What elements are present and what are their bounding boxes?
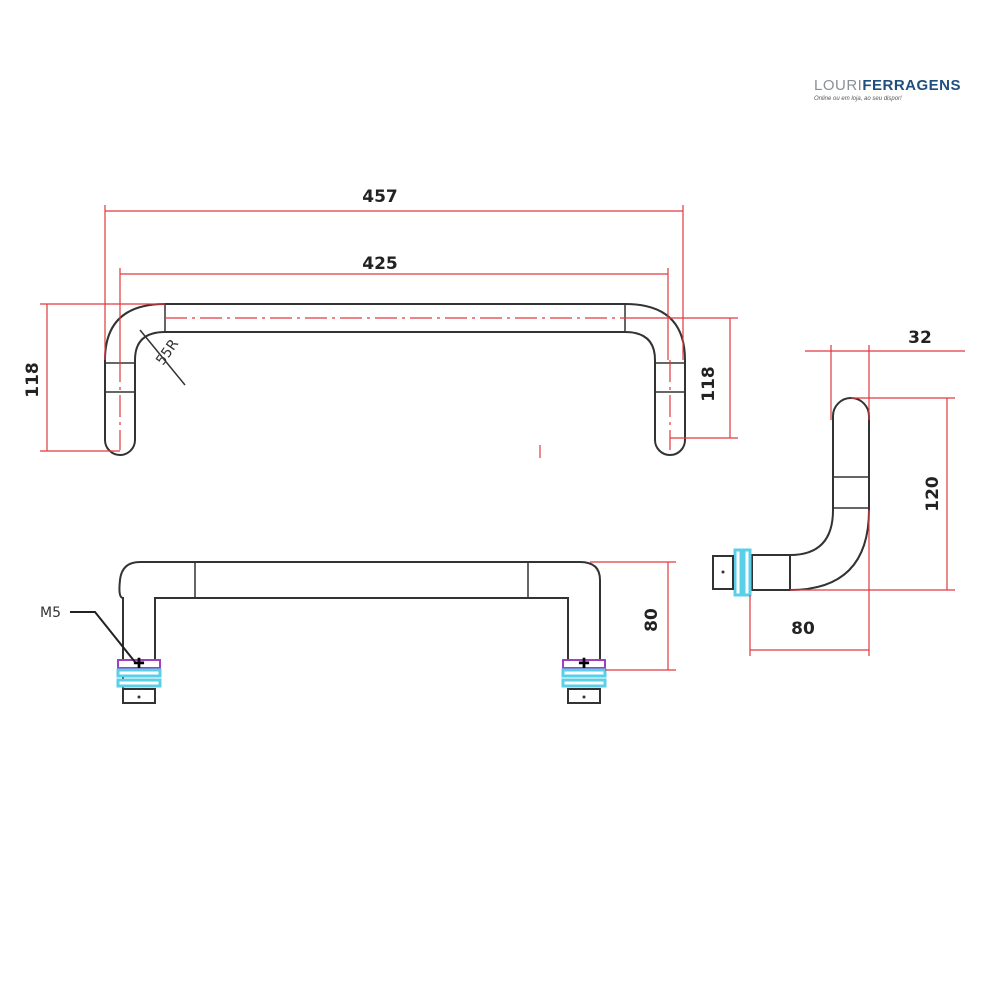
- side-view: 32 120 80: [712, 328, 965, 656]
- handle-front-outline: [118, 561, 602, 690]
- dim-118-right: 118: [699, 366, 719, 402]
- svg-text:✚: ✚: [578, 655, 590, 671]
- dim-55r: 55R: [153, 336, 182, 368]
- front-view: ✚ ✚ M5 80: [40, 561, 676, 704]
- brand-logo: LOURIFERRAGENS Online ou em loja, ao seu…: [814, 77, 961, 102]
- dim-80-front: 80: [642, 608, 662, 632]
- dim-120: 120: [923, 476, 943, 512]
- dim-118-left: 118: [23, 362, 43, 398]
- dim-457: 457: [362, 187, 398, 207]
- logo-tagline: Online ou em loja, ao seu dispor!: [814, 96, 902, 102]
- dim-80-side: 80: [791, 619, 815, 639]
- label-m5: M5: [40, 605, 61, 621]
- handle-top-outline: [104, 303, 686, 456]
- connector-left: ✚: [116, 655, 162, 704]
- svg-text:✚: ✚: [133, 655, 145, 671]
- dim-425: 425: [362, 254, 398, 274]
- connector-right: ✚: [561, 655, 607, 704]
- top-view: 457 425 118 118 55R: [23, 187, 738, 458]
- handle-side-outline: [789, 397, 870, 592]
- logo-ferragens: FERRAGENS: [862, 77, 962, 94]
- dim-32: 32: [908, 328, 932, 348]
- logo-louri: LOURI: [814, 77, 863, 94]
